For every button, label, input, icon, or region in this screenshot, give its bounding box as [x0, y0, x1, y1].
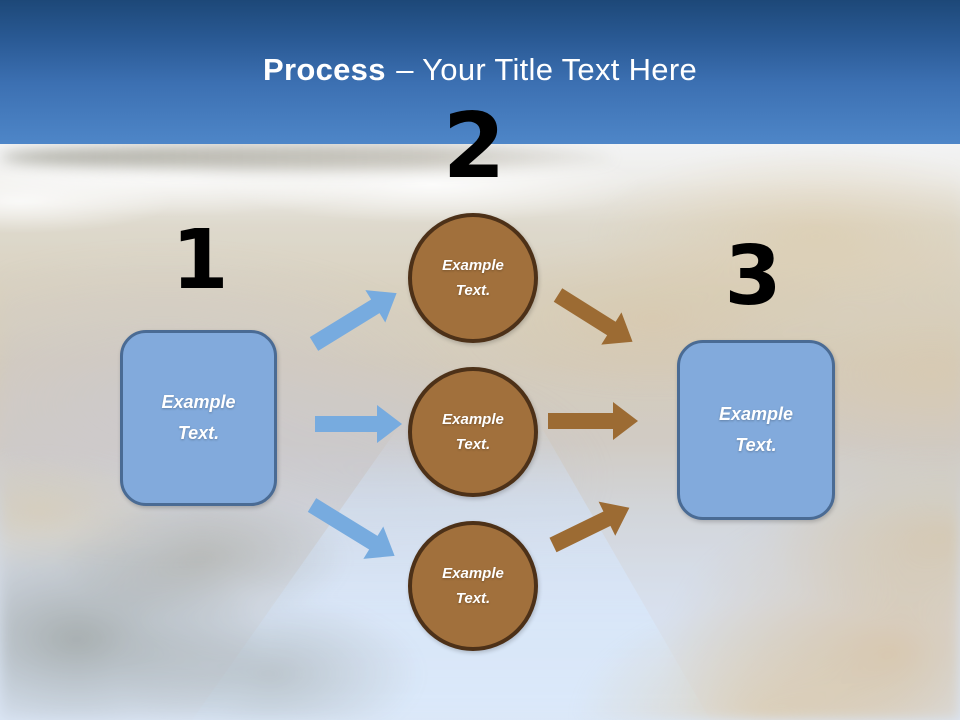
- process-circle-top-label: Example Text.: [442, 256, 504, 300]
- process-circle-top[interactable]: Example Text.: [408, 213, 538, 343]
- process-box-left[interactable]: Example Text.: [120, 330, 277, 506]
- title-bar: Process – Your Title Text Here: [0, 0, 960, 144]
- step-number-2[interactable]: 2: [442, 94, 506, 199]
- process-circle-bottom[interactable]: Example Text.: [408, 521, 538, 651]
- process-box-right[interactable]: Example Text.: [677, 340, 835, 520]
- slide-title-rest: – Your Title Text Here: [396, 52, 697, 87]
- arrow-brown-right[interactable]: [548, 402, 638, 440]
- process-circle-bottom-label: Example Text.: [442, 564, 504, 608]
- arrow-blue-right[interactable]: [315, 405, 402, 443]
- process-circle-middle[interactable]: Example Text.: [408, 367, 538, 497]
- arrow-brown-up-right[interactable]: [545, 491, 638, 562]
- arrow-blue-up-right[interactable]: [304, 277, 407, 360]
- slide-title-emphasis: Process: [263, 52, 386, 87]
- arrow-blue-down-right[interactable]: [302, 489, 405, 572]
- slide-title[interactable]: Process – Your Title Text Here: [0, 52, 960, 88]
- process-box-left-label: Example Text.: [161, 391, 236, 444]
- process-circle-middle-label: Example Text.: [442, 410, 504, 454]
- step-number-1[interactable]: 1: [171, 213, 229, 308]
- process-box-right-label: Example Text.: [718, 403, 794, 456]
- step-number-3[interactable]: 3: [724, 229, 782, 324]
- arrow-brown-down-right[interactable]: [548, 279, 643, 358]
